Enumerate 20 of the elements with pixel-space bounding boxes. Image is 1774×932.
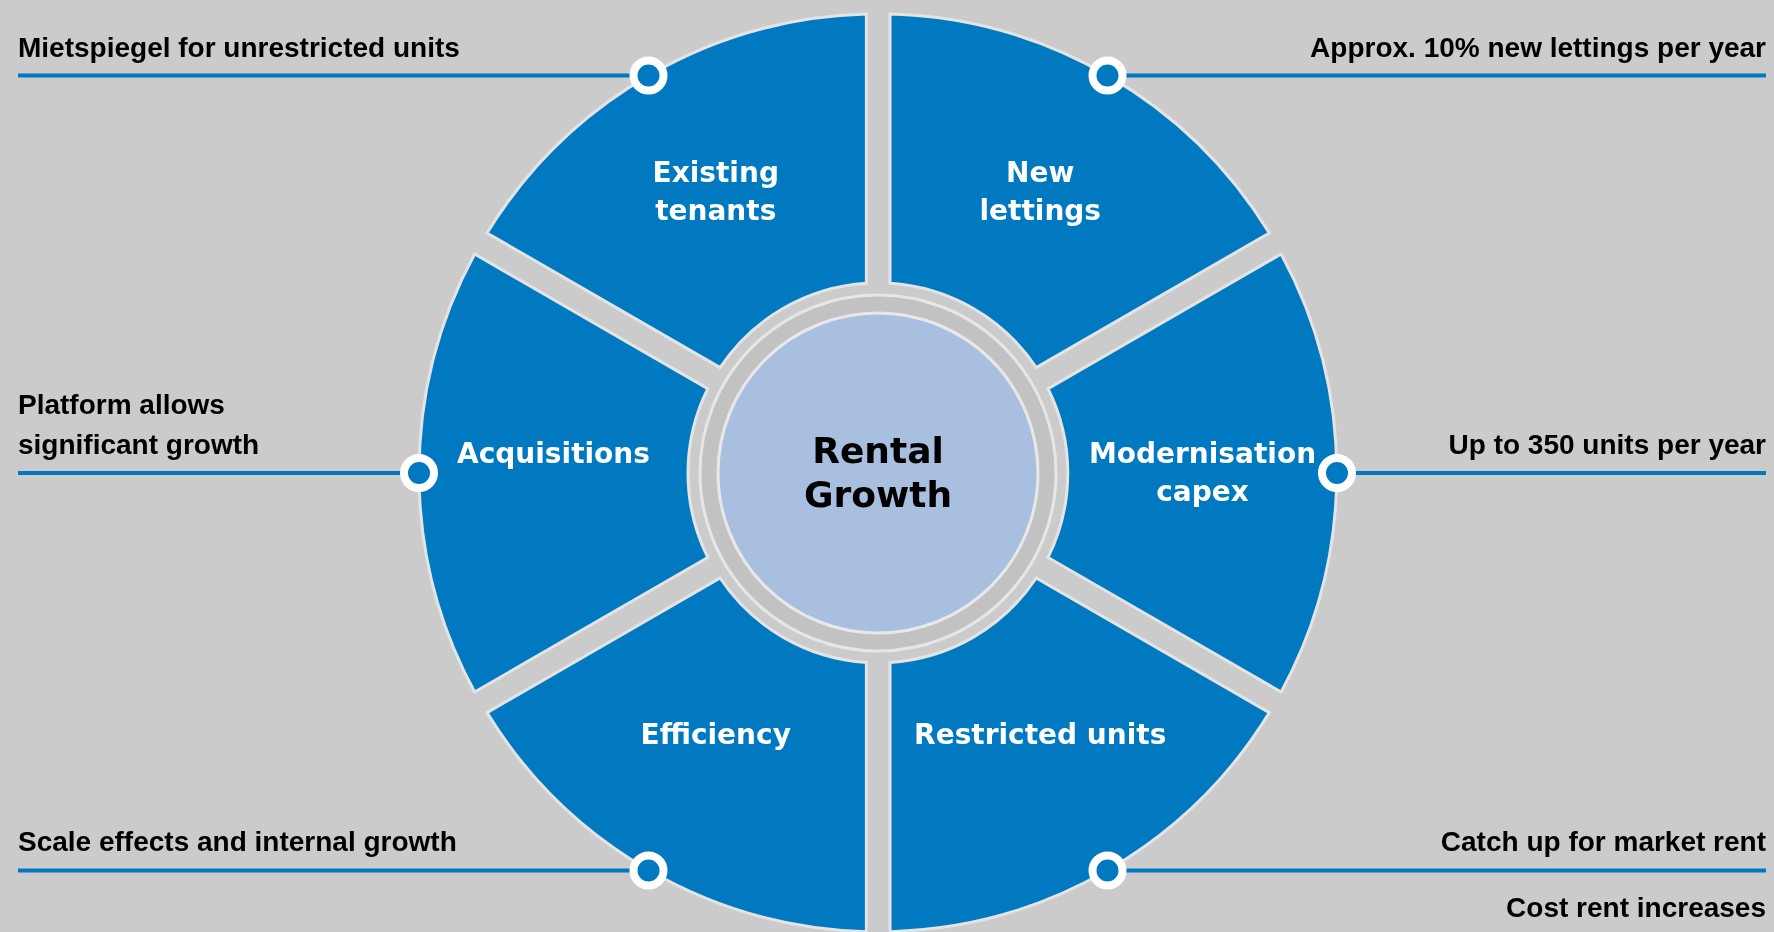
leader-line	[1318, 454, 1766, 492]
segment-label: Existing tenants	[651, 154, 780, 229]
callout-text: Mietspiegel for unrestricted units	[18, 31, 460, 65]
segment-label: Efficiency	[639, 717, 792, 753]
callout-text: Up to 350 units per year	[1448, 428, 1766, 462]
callout-text: Catch up for market rent	[1440, 825, 1766, 859]
leader-line	[18, 454, 438, 492]
leader-line	[1088, 56, 1766, 95]
leader-line	[1088, 851, 1766, 890]
callout-text: Platform allows significant growth	[18, 388, 261, 462]
callout-text: Scale effects and internal growth	[18, 825, 457, 859]
hub-label: Rental Growth	[802, 429, 954, 517]
callout-text: Cost rent increases	[1506, 891, 1766, 925]
leader-line	[18, 56, 668, 95]
segment-label: Restricted units	[913, 717, 1168, 753]
segment-label: Modernisation capex	[1087, 436, 1318, 510]
segment-label: New lettings	[978, 154, 1103, 229]
leader-line	[18, 851, 668, 890]
segment-label: Acquisitions	[456, 436, 651, 472]
callout-text: Approx. 10% new lettings per year	[1310, 31, 1766, 65]
